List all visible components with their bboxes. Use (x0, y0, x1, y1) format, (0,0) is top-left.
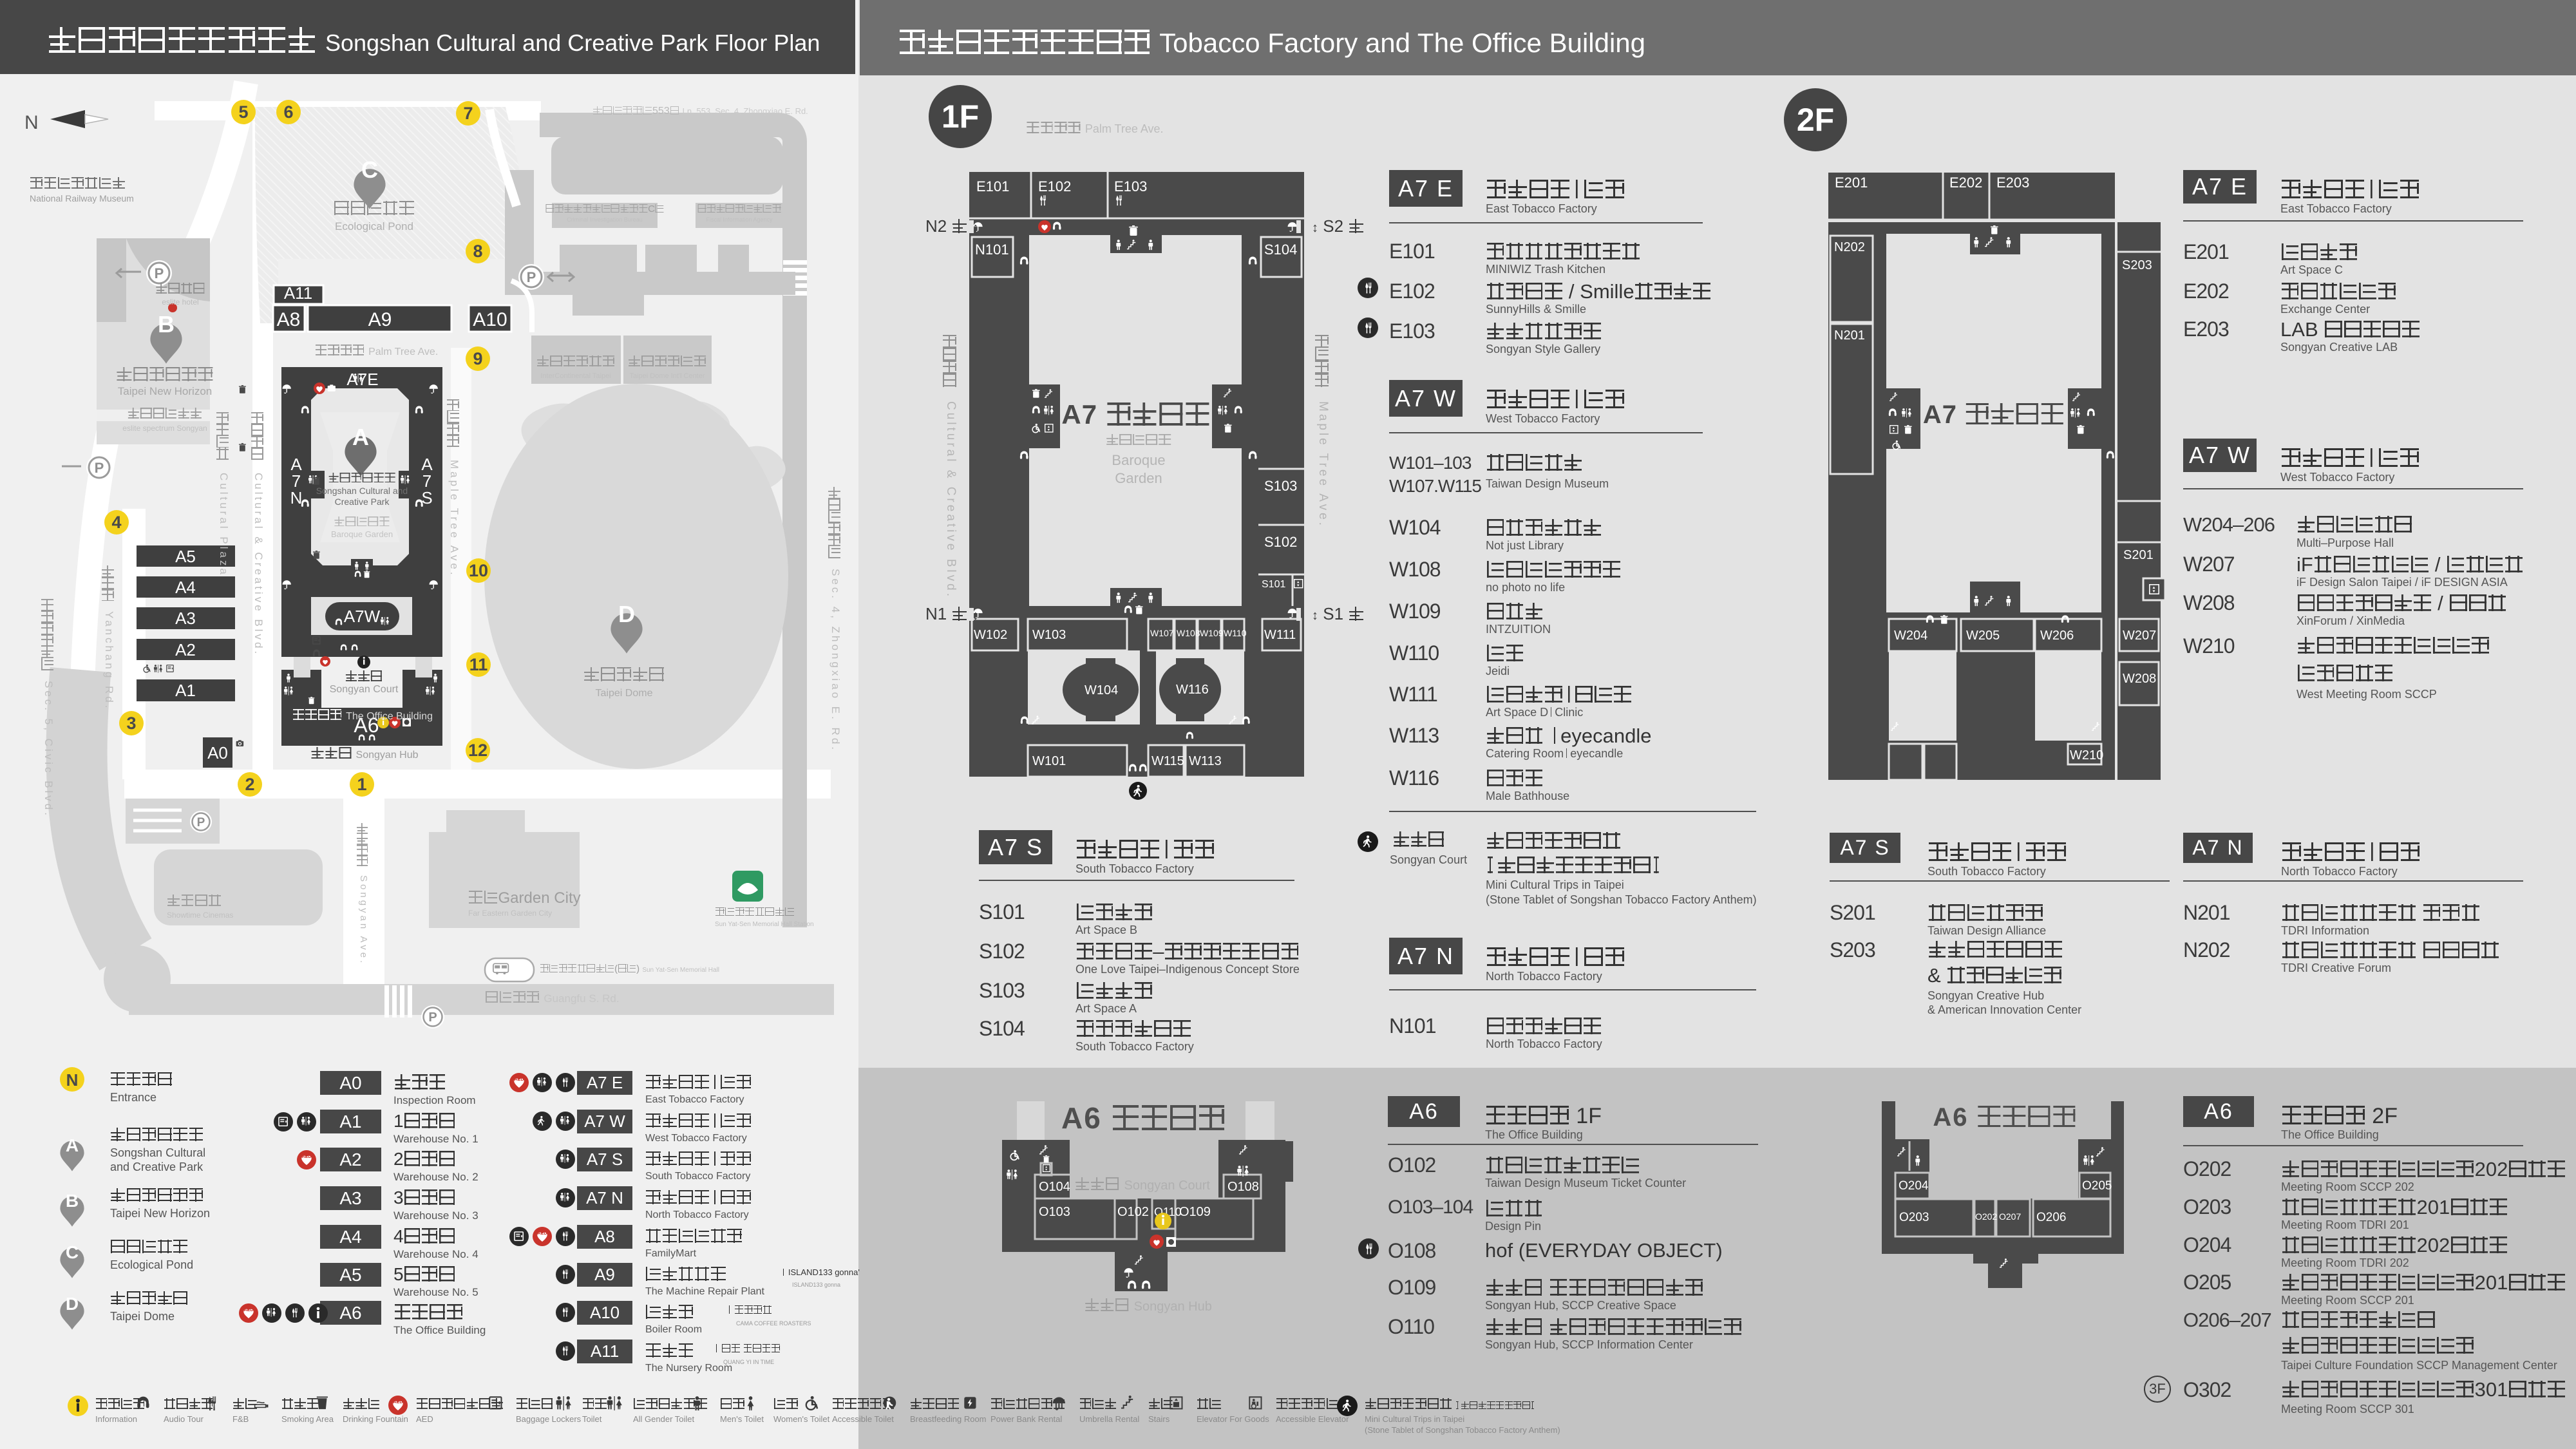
svg-text:A9: A9 (368, 309, 392, 330)
svg-text:E202: E202 (1949, 175, 1982, 191)
svg-text:S201: S201 (2123, 548, 2154, 562)
svg-text:W103: W103 (1032, 628, 1066, 642)
svg-text:A6: A6 (354, 714, 379, 737)
svg-text:A7W: A7W (344, 607, 381, 626)
svg-text:10: 10 (469, 561, 488, 580)
svg-text:O102: O102 (1117, 1205, 1149, 1219)
svg-text:O108: O108 (1227, 1180, 1259, 1194)
svg-text:W101: W101 (1032, 754, 1066, 768)
svg-text:W115: W115 (1151, 754, 1184, 768)
svg-text:5: 5 (238, 102, 248, 122)
svg-text:O203: O203 (1899, 1211, 1929, 1224)
svg-text:N202: N202 (1834, 240, 1865, 254)
svg-text:2F: 2F (1797, 102, 1834, 138)
svg-text:P: P (527, 269, 536, 285)
svg-text:4: 4 (111, 513, 121, 532)
svg-text:W102: W102 (974, 628, 1007, 642)
svg-text:W104: W104 (1084, 683, 1118, 697)
svg-text:W116: W116 (1176, 683, 1209, 697)
svg-text:P: P (155, 265, 164, 281)
svg-text:W204: W204 (1894, 629, 1927, 643)
svg-text:A7E: A7E (346, 370, 378, 389)
svg-text:S203: S203 (2122, 258, 2152, 272)
svg-text:A8: A8 (277, 309, 301, 330)
svg-text:P: P (95, 460, 104, 476)
svg-text:A: A (421, 455, 433, 474)
svg-text:P: P (197, 816, 205, 829)
svg-text:N: N (24, 112, 39, 133)
svg-text:C: C (361, 156, 378, 183)
svg-text:N101: N101 (975, 242, 1009, 258)
svg-text:O104: O104 (1039, 1180, 1070, 1194)
svg-text:W107: W107 (1150, 628, 1174, 638)
svg-text:W109: W109 (1200, 628, 1224, 638)
svg-text:A5: A5 (175, 547, 196, 566)
svg-text:7: 7 (463, 104, 473, 123)
svg-text:A: A (290, 455, 302, 474)
svg-text:6: 6 (283, 102, 293, 122)
svg-text:1F: 1F (942, 99, 979, 135)
svg-text:A11: A11 (284, 283, 312, 303)
svg-text:A1: A1 (175, 681, 196, 700)
svg-text:AED: AED (538, 1231, 547, 1236)
svg-text:AED: AED (244, 1308, 254, 1312)
svg-text:P: P (428, 1010, 437, 1025)
svg-text:D: D (618, 601, 635, 627)
svg-text:B: B (66, 1191, 79, 1211)
svg-text:O109: O109 (1179, 1205, 1211, 1219)
svg-text:W208: W208 (2123, 672, 2156, 686)
svg-text:W206: W206 (2040, 629, 2074, 643)
svg-text:12: 12 (468, 741, 488, 760)
svg-text:3: 3 (126, 714, 136, 733)
svg-text:E203: E203 (1996, 175, 2029, 191)
svg-text:O206: O206 (2036, 1211, 2066, 1224)
svg-text:2: 2 (245, 775, 254, 794)
svg-text:E101: E101 (976, 178, 1009, 194)
svg-text:9: 9 (473, 349, 482, 368)
svg-text:O103: O103 (1039, 1205, 1070, 1219)
svg-text:A4: A4 (175, 578, 196, 597)
svg-text:W207: W207 (2123, 629, 2156, 643)
svg-text:8: 8 (473, 242, 482, 261)
svg-text:S103: S103 (1264, 478, 1297, 494)
svg-text:E201: E201 (1835, 175, 1868, 191)
svg-text:W111: W111 (1264, 628, 1296, 642)
svg-text:11: 11 (469, 655, 488, 674)
svg-text:N201: N201 (1834, 328, 1865, 343)
svg-text:A2: A2 (175, 640, 196, 659)
svg-text:S104: S104 (1264, 242, 1297, 258)
svg-text:N: N (290, 488, 303, 507)
svg-text:N: N (66, 1070, 79, 1090)
svg-text:E102: E102 (1038, 178, 1071, 194)
svg-text:7: 7 (292, 471, 301, 491)
svg-text:A: A (66, 1135, 79, 1155)
svg-text:O202: O202 (1975, 1211, 1997, 1222)
svg-text:C: C (66, 1242, 79, 1262)
svg-text:W108: W108 (1177, 628, 1200, 638)
svg-text:E103: E103 (1114, 178, 1147, 194)
svg-text:S: S (421, 488, 432, 507)
svg-text:7: 7 (422, 471, 431, 491)
svg-text:O207: O207 (1999, 1211, 2021, 1222)
svg-text:D: D (66, 1294, 79, 1314)
svg-text:AED: AED (515, 1077, 524, 1082)
svg-text:S101: S101 (1262, 579, 1285, 590)
svg-text:A0: A0 (207, 743, 228, 762)
svg-text:W205: W205 (1966, 629, 2000, 643)
svg-text:A10: A10 (473, 309, 507, 330)
svg-text:O205: O205 (2082, 1179, 2112, 1193)
svg-text:AED: AED (393, 1400, 403, 1405)
svg-text:B: B (158, 311, 175, 337)
svg-text:W210: W210 (2070, 748, 2103, 762)
svg-text:A: A (352, 424, 369, 450)
svg-text:1: 1 (357, 775, 366, 794)
svg-text:W113: W113 (1189, 754, 1222, 768)
svg-text:W110: W110 (1224, 628, 1247, 638)
svg-text:AED: AED (302, 1155, 312, 1159)
svg-text:A3: A3 (175, 609, 196, 628)
svg-text:S102: S102 (1264, 534, 1297, 550)
svg-text:O204: O204 (1899, 1179, 1929, 1193)
